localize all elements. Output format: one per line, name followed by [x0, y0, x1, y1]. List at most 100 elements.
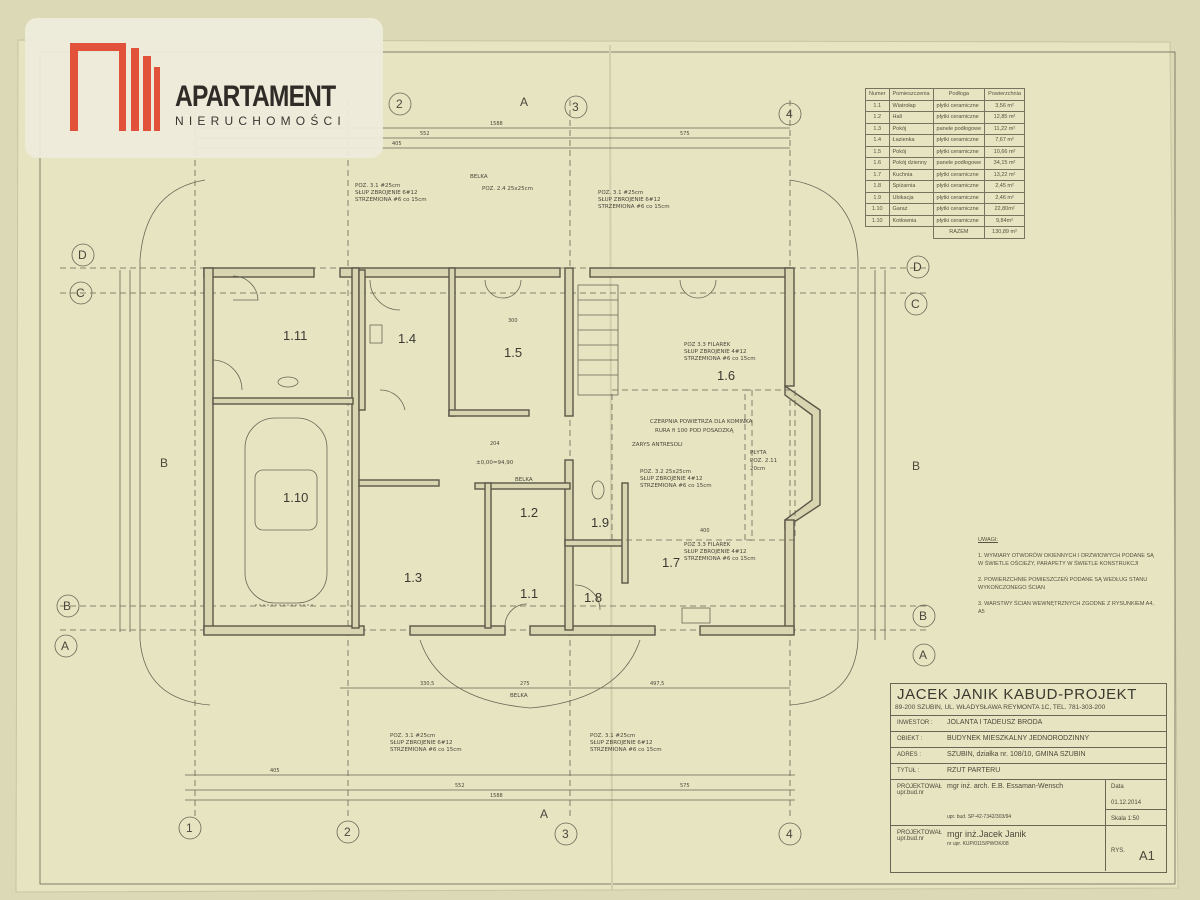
svg-text:STRZEMIONA #6 co 15cm: STRZEMIONA #6 co 15cm: [684, 556, 756, 562]
table-cell: 3,56 m²: [984, 99, 1025, 112]
svg-text:SŁUP ZBROJENIE 6#12: SŁUP ZBROJENIE 6#12: [390, 740, 453, 746]
table-cell: płytki ceramiczne: [932, 134, 986, 147]
drawing-scale: Skala 1:50: [1111, 816, 1140, 822]
sanitary-fixtures: [277, 324, 711, 624]
svg-text:SŁUP ZBROJENIE 4#12: SŁUP ZBROJENIE 4#12: [640, 476, 703, 482]
walls: [203, 267, 821, 636]
svg-text:552: 552: [455, 783, 465, 789]
notes-title: UWAGI:: [978, 537, 998, 543]
table-cell: 1.6: [865, 157, 890, 170]
table-cell: 1.5: [865, 145, 890, 158]
table-total-row: RAZEM 130,89 m²: [866, 226, 1025, 239]
room-1-10: 1.10: [283, 490, 308, 505]
note-item: 2. POWIERZCHNIE POMIESZCZEŃ PODANE SĄ WE…: [978, 576, 1148, 592]
room-1-3: 1.3: [404, 570, 422, 585]
room-1-9: 1.9: [591, 515, 609, 530]
svg-text:B: B: [919, 609, 927, 623]
table-cell: płytki ceramiczne: [932, 214, 986, 227]
svg-text:BELKA: BELKA: [515, 477, 533, 483]
table-cell: płytki ceramiczne: [932, 145, 986, 158]
note-item: 3. WARSTWY ŚCIAN WEWNĘTRZNYCH ZGODNE Z R…: [978, 600, 1154, 616]
table-cell: Ubikacja: [888, 191, 934, 204]
svg-text:552: 552: [420, 131, 430, 137]
room-labels: 1.11 1.4 1.5 1.6 1.10 1.2 1.9 1.3 1.1 1.…: [283, 328, 735, 605]
svg-text:POZ. 3.1 #25cm: POZ. 3.1 #25cm: [598, 190, 643, 196]
room-1-6: 1.6: [717, 368, 735, 383]
svg-text:405: 405: [392, 141, 402, 147]
svg-text:330,5: 330,5: [420, 681, 434, 687]
logo-tagline: NIERUCHOMOŚCI: [175, 114, 346, 128]
logo-bars-icon: [70, 43, 160, 131]
table-cell: 22,80m²: [984, 203, 1025, 216]
car-icon: [244, 417, 328, 606]
svg-text:3: 3: [572, 100, 579, 114]
svg-text:D: D: [913, 260, 922, 274]
room-1-7: 1.7: [662, 555, 680, 570]
table-cell: 1.10: [865, 214, 890, 227]
room-1-2: 1.2: [520, 505, 538, 520]
axis-labels: 2 3 4 1 2 3 4 D C B A D C B A A A B B: [54, 92, 936, 846]
plan-annotations: CZERPNIA POWIETRZA DLA KOMINKA RURA fi 1…: [355, 174, 777, 753]
table-cell: 9,84m²: [984, 214, 1025, 227]
table-cell: 34,15 m²: [984, 157, 1025, 170]
svg-text:4: 4: [786, 107, 793, 121]
svg-text:C: C: [911, 297, 920, 311]
table-cell: Wiatrołap: [888, 99, 934, 112]
table-cell: 10,66 m²: [984, 145, 1025, 158]
svg-text:575: 575: [680, 131, 690, 137]
svg-text:POZ. 2.4 25x25cm: POZ. 2.4 25x25cm: [482, 186, 533, 192]
company-name: JACEK JANIK KABUD-PROJEKT: [897, 686, 1138, 703]
table-cell: płytki ceramiczne: [932, 99, 986, 112]
svg-text:POZ. 3.1 #25cm: POZ. 3.1 #25cm: [590, 733, 635, 739]
table-cell: Łazienka: [888, 134, 934, 147]
table-cell: Pokój dzienny: [888, 157, 934, 170]
table-cell: Garaż: [888, 203, 934, 216]
mezzanine-outline: [611, 389, 753, 541]
designer-2: mgr inż.Jacek Janik: [947, 829, 1027, 839]
svg-text:POZ. 3.1 #25cm: POZ. 3.1 #25cm: [355, 183, 400, 189]
svg-text:275: 275: [520, 681, 530, 687]
table-cell: 2,45 m²: [984, 180, 1025, 193]
table-cell: Spiżarnia: [888, 180, 934, 193]
room-1-4: 1.4: [398, 331, 416, 346]
table-cell: 1.10: [865, 203, 890, 216]
room-1-11: 1.11: [283, 328, 307, 343]
table-cell: Pokój: [888, 145, 934, 158]
table-cell: 1.1: [865, 99, 890, 112]
investor: JOLANTA I TADEUSZ BRODA: [947, 719, 1043, 726]
staircase: [577, 284, 619, 396]
svg-text:BELKA: BELKA: [510, 693, 528, 699]
svg-text:B: B: [912, 459, 920, 473]
svg-text:STRZEMIONA #6 co 15cm: STRZEMIONA #6 co 15cm: [640, 483, 712, 489]
site-address: SZUBIN, działka nr. 108/10, GMINA SZUBIN: [947, 751, 1086, 758]
table-cell: panele podłogowe: [932, 157, 986, 170]
svg-text:STRZEMIONA #6 co 15cm: STRZEMIONA #6 co 15cm: [598, 204, 670, 210]
svg-text:3: 3: [562, 827, 569, 841]
paper-fold: [609, 44, 613, 891]
sheet-border: [39, 51, 1176, 885]
svg-text:A: A: [61, 639, 69, 653]
svg-text:SŁUP ZBROJENIE 6#12: SŁUP ZBROJENIE 6#12: [590, 740, 653, 746]
note-item: 1. WYMIARY OTWORÓW OKIENNYCH I DRZWIOWYC…: [978, 552, 1154, 568]
svg-text:1: 1: [186, 821, 193, 835]
svg-text:SŁUP ZBROJENIE 4#12: SŁUP ZBROJENIE 4#12: [684, 549, 747, 555]
svg-text:CZERPNIA POWIETRZA DLA KOMINKA: CZERPNIA POWIETRZA DLA KOMINKA: [650, 419, 753, 425]
entrance-steps: [419, 639, 641, 709]
svg-text:497,5: 497,5: [650, 681, 664, 687]
table-cell: 12,85 m²: [984, 111, 1025, 124]
svg-text:STRZEMIONA #6 co 15cm: STRZEMIONA #6 co 15cm: [590, 747, 662, 753]
svg-text:A: A: [520, 95, 528, 109]
svg-text:STRZEMIONA #6 co 15cm: STRZEMIONA #6 co 15cm: [390, 747, 462, 753]
svg-text:575: 575: [680, 783, 690, 789]
drawing-title: RZUT PARTERU: [947, 767, 1001, 774]
table-cell: panele podłogowe: [932, 122, 986, 135]
table-cell: 13,22 m²: [984, 168, 1025, 181]
svg-text:±0,00=94,90: ±0,00=94,90: [476, 460, 514, 466]
drawing-date: 01.12.2014: [1111, 800, 1142, 806]
designer-1: mgr inż. arch. E.B. Essaman-Wensch: [947, 783, 1064, 790]
